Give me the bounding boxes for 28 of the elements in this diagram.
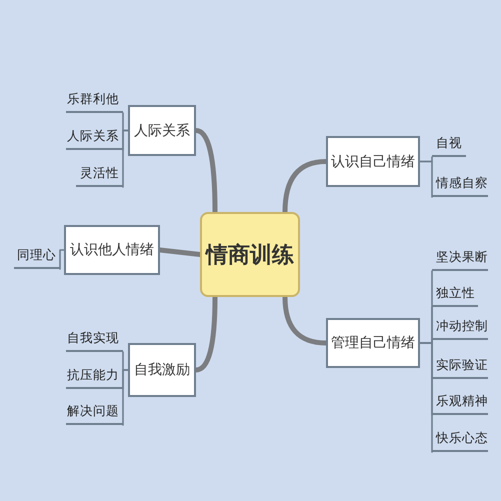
- bracket-line: [419, 342, 433, 453]
- subtopic-label: 冲动控制: [432, 316, 488, 340]
- topic-box: 人际关系: [128, 105, 196, 156]
- branch-connector: [282, 294, 328, 346]
- topic-box: 管理自己情绪: [326, 318, 420, 368]
- subtopic-label: 自视: [432, 133, 466, 157]
- subtopic-label: 同理心: [14, 245, 60, 269]
- topic-box: 认识自己情绪: [326, 136, 420, 187]
- bracket-line: [122, 369, 129, 426]
- topic-box: 认识他人情绪: [64, 225, 160, 275]
- subtopic-label: 快乐心态: [432, 428, 488, 452]
- subtopic-label: 解决问题: [66, 401, 123, 425]
- subtopic-label: 情感自察: [432, 173, 488, 197]
- subtopic-label: 自我实现: [66, 328, 123, 352]
- subtopic-label: 抗压能力: [66, 365, 123, 389]
- bracket-line: [419, 160, 433, 198]
- bracket-line: [59, 249, 65, 270]
- subtopic-label: 人际关系: [66, 126, 123, 150]
- topic-box: 自我激励: [128, 343, 196, 397]
- subtopic-label: 乐观精神: [432, 391, 488, 415]
- subtopic-label: 乐群利他: [66, 89, 123, 113]
- subtopic-label: 坚决果断: [432, 247, 488, 271]
- subtopic-label: 灵活性: [76, 163, 123, 187]
- bracket-line: [122, 130, 129, 188]
- central-topic-box: 情商训练: [200, 212, 300, 297]
- subtopic-label: 独立性: [432, 283, 478, 307]
- subtopic-label: 实际验证: [432, 355, 488, 379]
- branch-connector: [282, 159, 328, 214]
